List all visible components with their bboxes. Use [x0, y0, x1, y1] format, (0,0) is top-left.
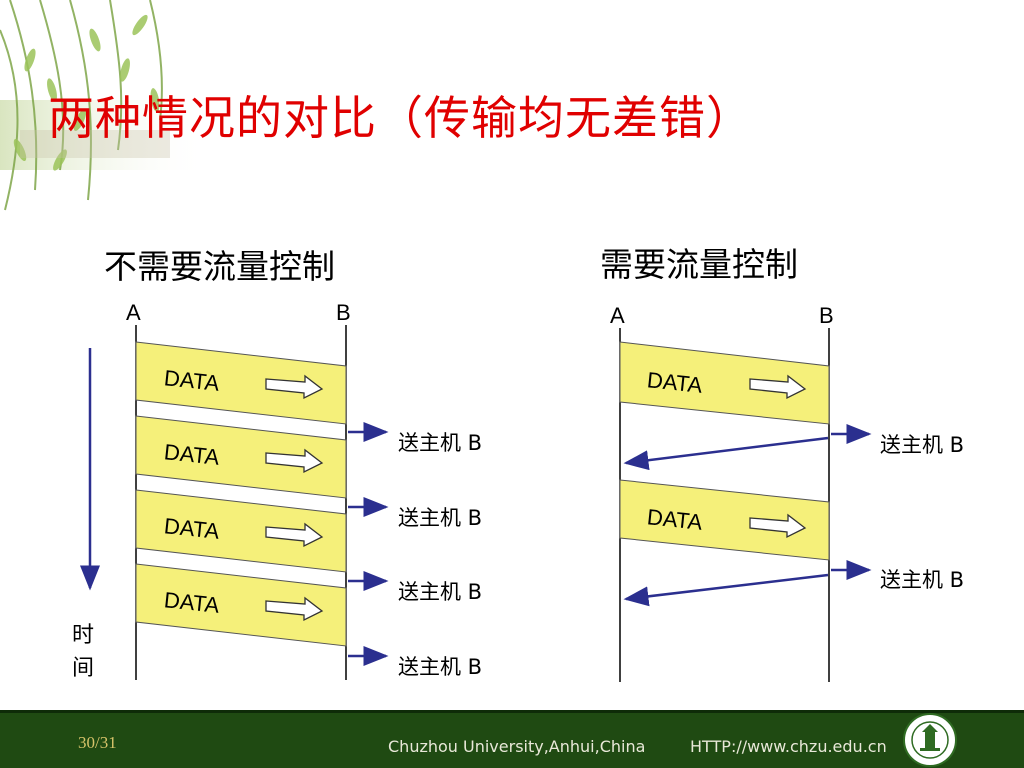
- left-diagram-heading: 不需要流量控制: [104, 247, 335, 286]
- title-highlight: 两种情况的: [48, 91, 283, 145]
- university-url: HTTP://www.chzu.edu.cn: [690, 737, 887, 756]
- left-host-b-label: B: [336, 300, 351, 325]
- right-ack-arrows: [623, 436, 829, 607]
- left-deliver-arrows: [348, 422, 389, 666]
- page-number: 30/31: [78, 733, 117, 752]
- right-host-a-label: A: [610, 303, 625, 328]
- right-direction-arrow-icons: [749, 374, 807, 539]
- slide-title: 两种情况的对比（传输均无差错）: [48, 82, 753, 148]
- right-send-label-1: 送主机 B: [880, 433, 965, 457]
- left-data-frame: [135, 563, 347, 647]
- left-send-label-4: 送主机 B: [398, 655, 483, 679]
- university-logo-icon: [903, 713, 957, 767]
- left-data-frame: [135, 415, 347, 499]
- right-data-frame: [619, 341, 830, 425]
- time-label-2: 间: [72, 656, 95, 681]
- right-send-label-2: 送主机 B: [880, 568, 965, 592]
- left-host-a-label: A: [126, 300, 141, 325]
- title-rest: 对比（传输均无差错）: [283, 91, 753, 145]
- left-data-frame: [135, 489, 347, 573]
- left-direction-arrow-icons: [265, 374, 324, 622]
- university-name: Chuzhou University,Anhui,China: [388, 737, 646, 756]
- right-host-b-label: B: [819, 303, 834, 328]
- left-send-label-1: 送主机 B: [398, 431, 483, 455]
- left-send-label-2: 送主机 B: [398, 506, 483, 530]
- right-deliver-arrows: [831, 424, 872, 580]
- time-label-1: 时: [72, 623, 95, 648]
- left-data-frame: [135, 341, 347, 425]
- right-data-frame: [619, 479, 830, 561]
- left-send-label-3: 送主机 B: [398, 580, 483, 604]
- right-diagram-heading: 需要流量控制: [600, 245, 798, 284]
